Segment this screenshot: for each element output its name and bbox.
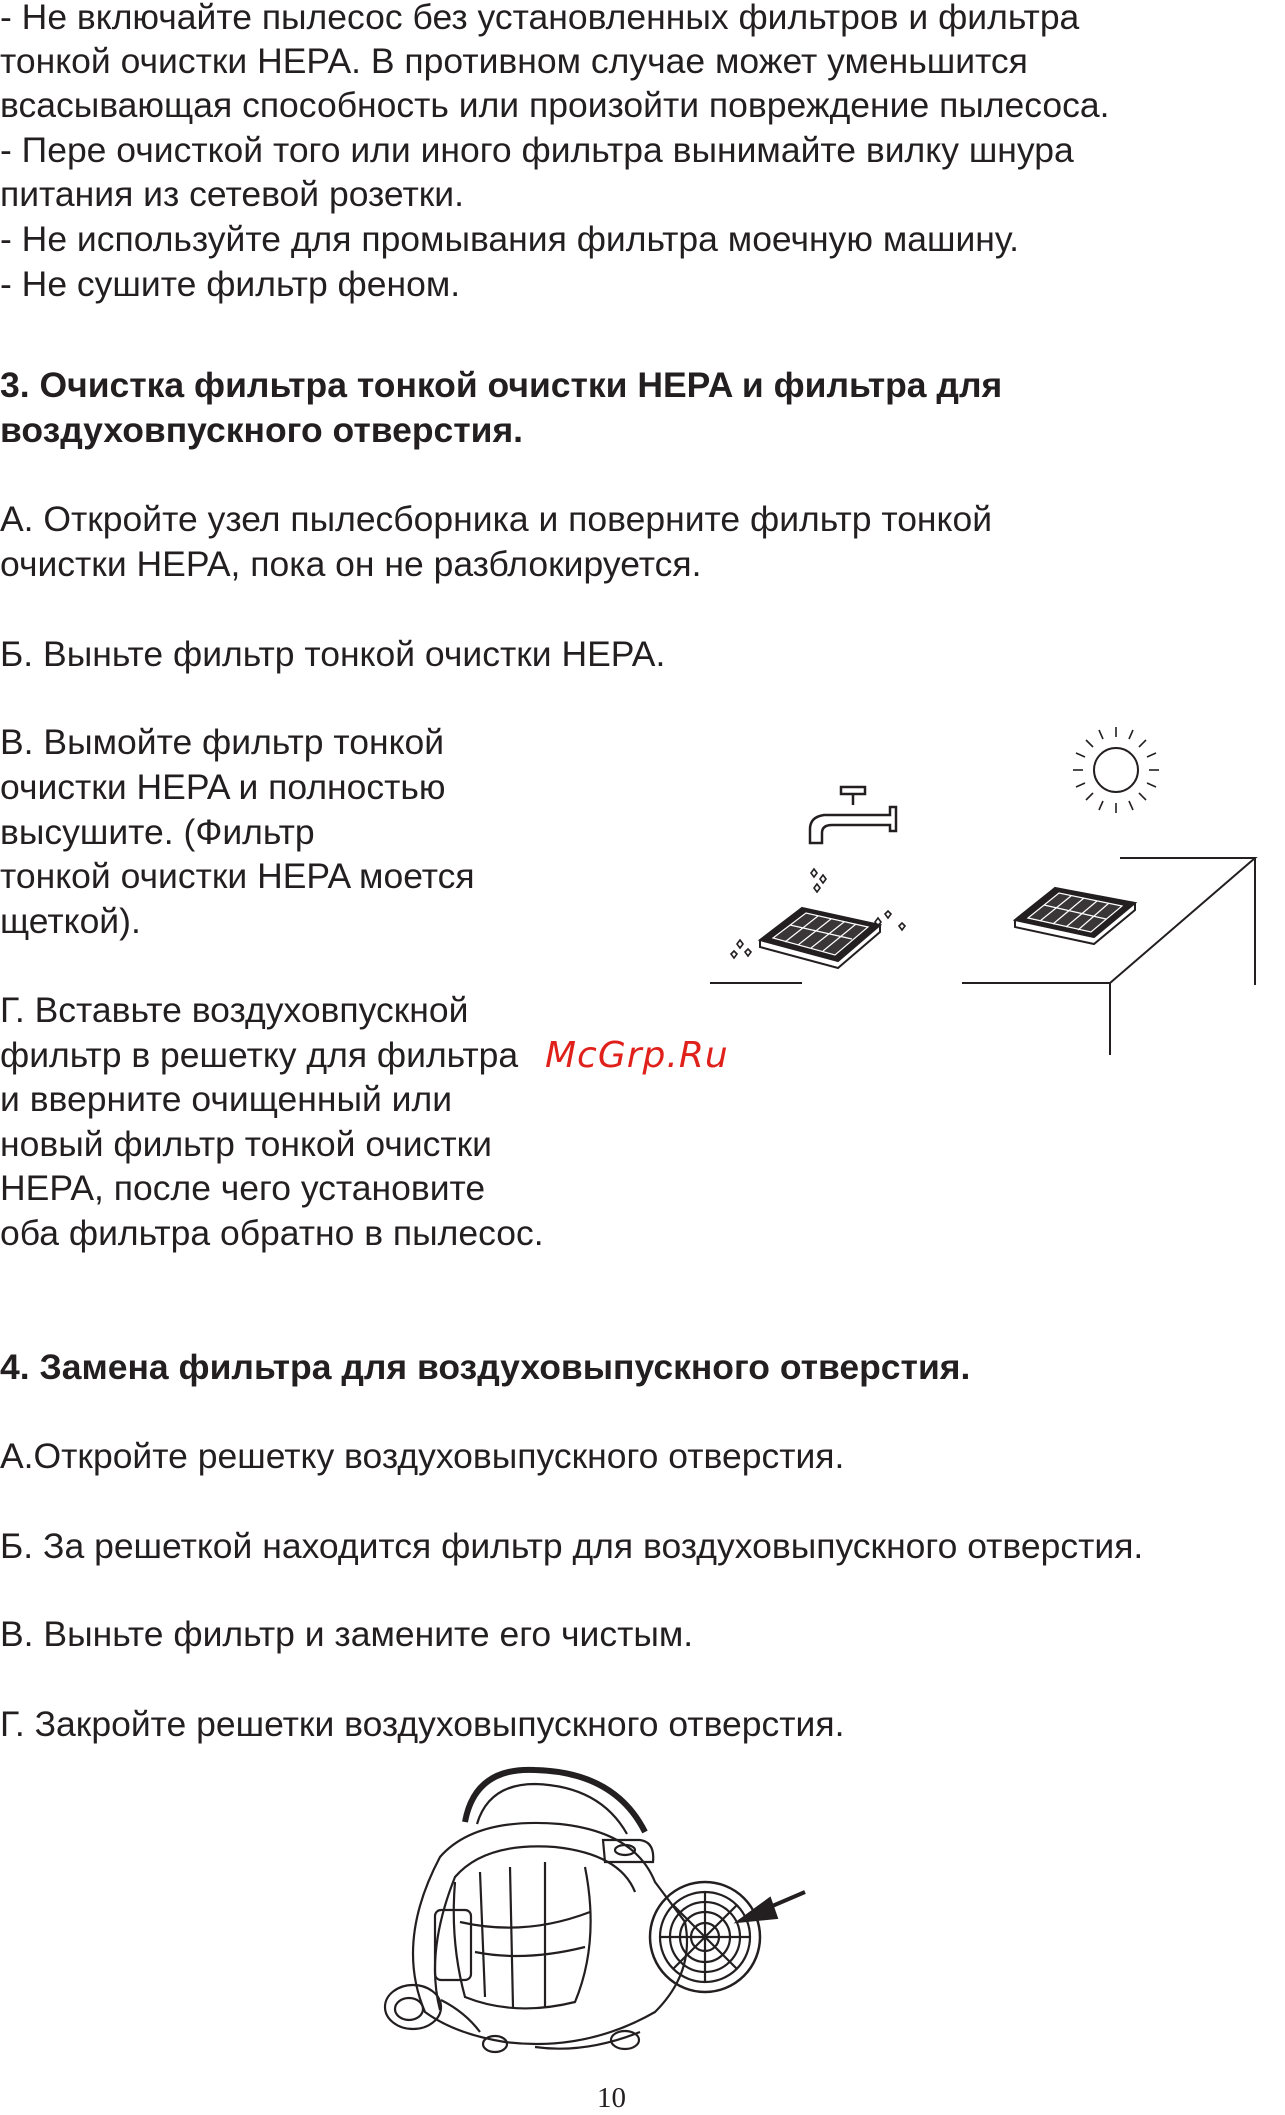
section3-step-d-line-3: и вверните очищенный или <box>0 1079 453 1119</box>
section4-step-a: А.Откройте решетку воздуховыпускного отв… <box>0 1436 845 1476</box>
section3-step-c-line-2: очистки HEPA и полностью <box>0 767 446 807</box>
section3-step-c-line-4: тонкой очистки HEPA моется <box>0 856 475 896</box>
page-number: 10 <box>597 2082 626 2114</box>
section3-step-c-line-5: щеткой). <box>0 901 141 941</box>
section3-step-a-line-1: А. Откройте узел пылесборника и повернит… <box>0 499 993 539</box>
section3-step-d-line-2: фильтр в решетку для фильтра <box>0 1035 519 1075</box>
section3-title-line-2: воздуховпускного отверстия. <box>0 410 524 450</box>
intro-line-5: питания из сетевой розетки. <box>0 174 464 214</box>
section3-step-b: Б. Выньте фильтр тонкой очистки HEPA. <box>0 634 666 674</box>
vacuum-cleaner-icon <box>383 1766 762 2054</box>
faucet-icon <box>808 785 898 845</box>
section3-step-a-line-2: очистки HEPA, пока он не разблокируется. <box>0 544 702 584</box>
section3-step-d-line-6: оба фильтра обратно в пылесос. <box>0 1213 544 1253</box>
section4-step-d: Г. Закройте решетки воздуховыпускного от… <box>0 1704 845 1744</box>
section3-title-line-1: 3. Очистка фильтра тонкой очистки HEPA и… <box>0 365 1003 405</box>
watermark: McGrp.Ru <box>545 1035 729 1076</box>
intro-line-1: - Не включайте пылесос без установленных… <box>0 0 1080 37</box>
vacuum-cleaner-illustration <box>383 1766 806 2054</box>
water-drops-icon <box>729 867 907 960</box>
table-icon <box>710 857 1258 1055</box>
intro-line-6: - Не используйте для промывания фильтра … <box>0 219 1019 259</box>
section4-step-b: Б. За решеткой находится фильтр для возд… <box>0 1526 1144 1566</box>
section3-step-c-line-3: высушите. (Фильтр <box>0 812 315 852</box>
section3-step-c-line-1: В. Вымойте фильтр тонкой <box>0 722 445 762</box>
filter-washing-illustration <box>710 727 1258 1055</box>
intro-line-4: - Пере очисткой того или иного фильтра в… <box>0 130 1074 170</box>
section3-step-d-line-4: новый фильтр тонкой очистки <box>0 1124 492 1164</box>
section3-step-d-line-1: Г. Вставьте воздуховпускной <box>0 990 469 1030</box>
intro-line-7: - Не сушите фильтр феном. <box>0 264 461 304</box>
section4-step-c: В. Выньте фильтр и замените его чистым. <box>0 1614 694 1654</box>
sun-icon <box>1073 727 1159 813</box>
intro-line-2: тонкой очистки HEPA. В противном случае … <box>0 41 1028 81</box>
section4-title: 4. Замена фильтра для воздуховыпускного … <box>0 1347 971 1387</box>
hepa-filter-dry-icon <box>1012 886 1138 946</box>
arrow-icon <box>733 1890 806 1924</box>
hepa-filter-wet-icon <box>757 906 883 970</box>
section3-step-d-line-5: HEPA, после чего установите <box>0 1168 486 1208</box>
intro-line-3: всасывающая способность или произойти по… <box>0 85 1110 125</box>
